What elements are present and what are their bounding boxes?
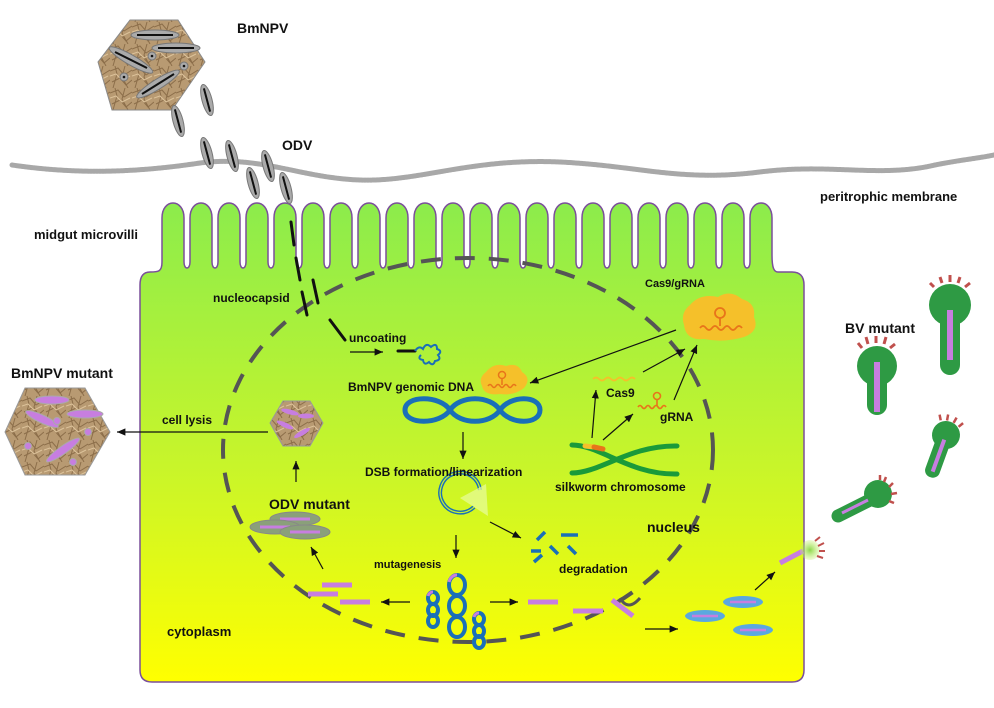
mutant-linear-dna-right	[528, 598, 635, 618]
to-odv-mutant-arrow	[310, 546, 324, 570]
bv-mutant-3	[925, 414, 964, 478]
midgut-cell	[139, 202, 805, 683]
to-budding-arrow	[754, 571, 776, 591]
label-grna: gRNA	[660, 410, 694, 424]
label-bmnpv-genomic-dna: BmNPV genomic DNA	[348, 380, 475, 394]
cas9-mrna-icon	[592, 376, 636, 382]
label-nucleus: nucleus	[647, 519, 700, 535]
odv-mutant-icon	[249, 511, 331, 540]
degraded-dna-fragments	[531, 530, 578, 564]
odv-particles	[171, 83, 293, 205]
chromosome-to-grna-arrow	[602, 413, 634, 441]
bmnpv-occlusion-body	[97, 19, 206, 111]
label-peritrophic-membrane: peritrophic membrane	[820, 189, 958, 204]
label-uncoating: uncoating	[349, 331, 407, 345]
label-mutagenesis: mutagenesis	[374, 559, 442, 571]
nucleus-membrane	[221, 256, 715, 644]
label-bmnpv-mutant: BmNPV mutant	[11, 365, 113, 381]
complex-to-dna-arrow	[529, 329, 677, 384]
bv-mutant-4	[831, 475, 898, 523]
label-cas9-grna: Cas9/gRNA	[645, 278, 705, 290]
mutant-linear-dna-left	[308, 582, 370, 605]
linearized-dna-icon	[438, 470, 488, 516]
label-odv-mutant: ODV mutant	[269, 496, 350, 512]
bv-mutant-1	[856, 336, 897, 415]
progeny-nucleocapsids	[685, 596, 773, 636]
grna-icon	[637, 391, 667, 410]
chromosome-to-cas9-arrow	[591, 389, 599, 439]
cas9-grna-bound	[480, 364, 528, 395]
nucleocapsid-path	[289, 220, 417, 353]
cas9-grna-complex	[682, 293, 756, 341]
dsb-to-degradation-arrow	[489, 521, 522, 539]
uncoated-dna-icon	[414, 343, 442, 366]
mutation-marks	[426, 573, 480, 618]
budding-bv	[778, 536, 825, 566]
label-dsb-formation: DSB formation/linearization	[365, 465, 523, 479]
bmnpv-genomic-dna-icon	[402, 396, 543, 424]
label-cytoplasm: cytoplasm	[167, 624, 232, 639]
bmnpv-mutant-occlusion-body	[4, 387, 111, 476]
peritrophic-membrane	[9, 152, 994, 183]
bv-mutant-2	[928, 275, 971, 375]
label-cell-lysis: cell lysis	[162, 413, 213, 427]
label-odv: ODV	[282, 137, 313, 153]
label-nucleocapsid: nucleocapsid	[213, 291, 290, 305]
label-cas9: Cas9	[606, 386, 635, 400]
label-bmnpv: BmNPV	[237, 20, 289, 36]
nuclear-pore-bud	[618, 596, 642, 607]
grna-to-complex-arrow	[673, 344, 698, 401]
label-degradation: degradation	[559, 562, 628, 576]
label-silkworm-chromosome: silkworm chromosome	[555, 480, 686, 494]
label-midgut-microvilli: midgut microvilli	[34, 227, 139, 242]
silkworm-chromosome-icon	[569, 442, 680, 477]
cas9-to-complex-arrow	[642, 348, 686, 373]
label-bv-mutant: BV mutant	[845, 320, 915, 336]
occlusion-body-mutant-small	[269, 400, 324, 447]
